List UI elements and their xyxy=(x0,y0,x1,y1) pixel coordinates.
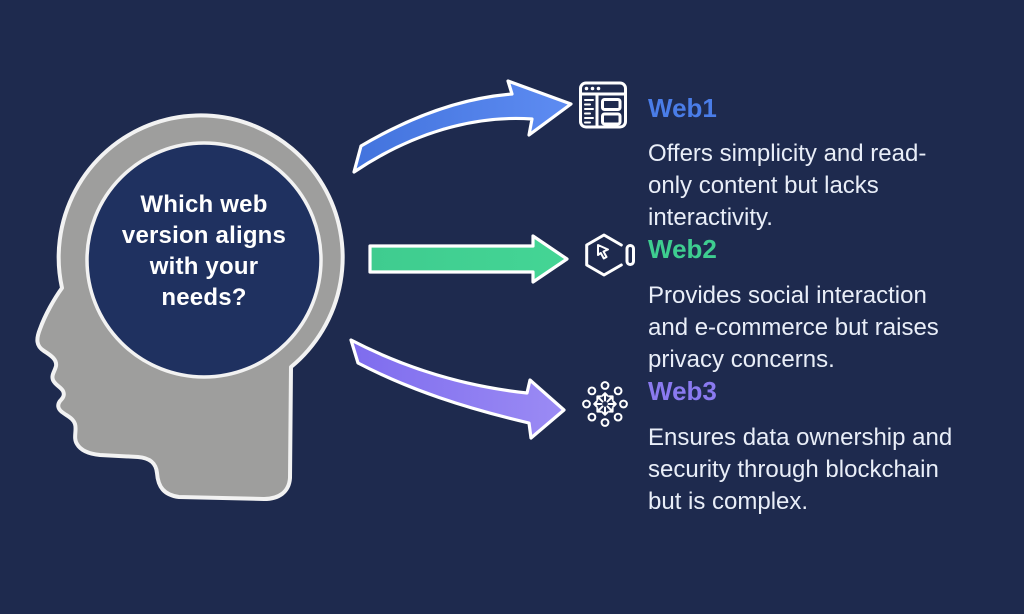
description-line: Offers simplicity and read- xyxy=(648,140,927,167)
description-line: privacy concerns. xyxy=(648,346,835,373)
question-line: Which web xyxy=(140,191,268,218)
arrow-to-web2 xyxy=(368,234,569,284)
question-line: needs? xyxy=(161,284,247,311)
description-line: only content but lacks xyxy=(648,172,879,199)
arrow-to-web3 xyxy=(349,338,566,440)
web1-description: Offers simplicity and read- only content… xyxy=(648,138,926,234)
network-hub-spokes xyxy=(593,392,617,416)
brain-circle xyxy=(85,141,323,379)
question-line: version aligns xyxy=(121,222,287,249)
head-silhouette xyxy=(35,113,345,501)
network-icon xyxy=(582,381,628,427)
head-question: Which web version aligns with your needs… xyxy=(64,189,344,313)
hexagon-click-icon xyxy=(585,233,635,277)
web2-label: Web2 xyxy=(648,234,717,264)
browser-window-icon xyxy=(579,81,627,129)
web3-label: Web3 xyxy=(648,376,717,406)
entry-web3: Web3 Ensures data ownership and security… xyxy=(648,376,952,515)
description-line: security through blockchain xyxy=(648,456,939,483)
entry-web2: Web2 Provides social interaction and e-c… xyxy=(648,234,939,373)
web2-description: Provides social interaction and e-commer… xyxy=(648,280,939,376)
entry-web1: Web1 Offers simplicity and read- only co… xyxy=(648,93,926,231)
description-line: Provides social interaction xyxy=(648,282,927,309)
web1-label: Web1 xyxy=(648,93,717,123)
arrow-to-web1 xyxy=(352,79,573,174)
question-line: with your xyxy=(149,253,259,280)
description-line: interactivity. xyxy=(648,204,773,231)
web3-description: Ensures data ownership and security thro… xyxy=(648,422,952,518)
description-line: and e-commerce but raises xyxy=(648,314,939,341)
description-line: Ensures data ownership and xyxy=(648,424,953,451)
description-line: but is complex. xyxy=(648,488,809,515)
